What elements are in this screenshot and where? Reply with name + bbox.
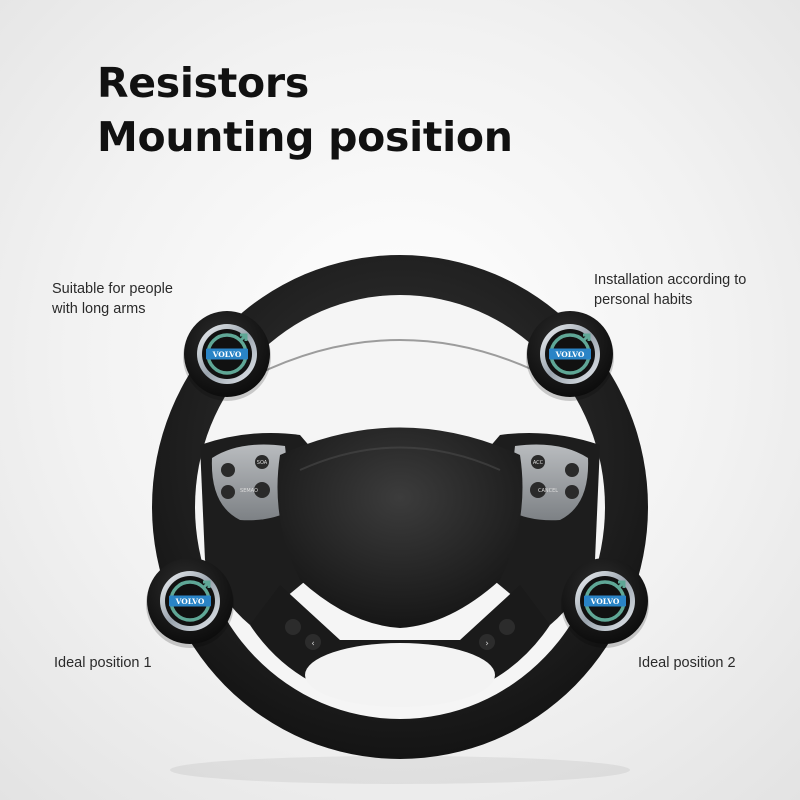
left-button-label-bottom: SEMAO xyxy=(240,488,258,494)
title-line-1: Resistors xyxy=(97,59,309,107)
caption-long-arms-line-2: with long arms xyxy=(52,301,146,317)
right-button-label-top: ACC xyxy=(533,460,544,466)
lower-controls: ‹ › xyxy=(285,619,515,650)
caption-personal-habits-line-2: personal habits xyxy=(594,292,693,308)
title-line-2: Mounting position xyxy=(97,113,513,161)
knob-top-right: VOLVO xyxy=(526,311,614,401)
caption-ideal-position-1: Ideal position 1 xyxy=(54,655,152,671)
wheel-shadow xyxy=(170,756,630,784)
left-button-label-top: SOA xyxy=(257,460,268,466)
volvo-logo-text: VOLVO xyxy=(555,350,585,359)
knob-bottom-right: VOLVO xyxy=(561,558,649,648)
knob-bottom-left: VOLVO xyxy=(146,558,234,648)
airbag-hub xyxy=(277,427,523,628)
volvo-logo-text: VOLVO xyxy=(212,350,242,359)
right-button-panel: ACC CANCEL xyxy=(508,444,589,521)
volvo-logo-icon: VOLVO xyxy=(206,333,248,375)
caption-long-arms-line-1: Suitable for people xyxy=(52,281,173,297)
caption-long-arms: Suitable for people with long arms xyxy=(52,279,173,319)
knob-top-left: VOLVO xyxy=(183,311,271,401)
right-button-label-bottom: CANCEL xyxy=(538,488,558,494)
caption-ideal-position-2: Ideal position 2 xyxy=(638,655,736,671)
volvo-logo-icon: VOLVO xyxy=(584,580,626,622)
volvo-logo-text: VOLVO xyxy=(590,597,620,606)
svg-text:›: › xyxy=(485,639,489,649)
page-title: Resistors Mounting position xyxy=(97,56,513,164)
left-button-panel: SOA SEMAO xyxy=(211,444,292,521)
volvo-logo-icon: VOLVO xyxy=(169,580,211,622)
volvo-logo-text: VOLVO xyxy=(175,597,205,606)
caption-personal-habits: Installation according to personal habit… xyxy=(594,270,746,310)
svg-text:‹: ‹ xyxy=(311,639,315,649)
volvo-logo-icon: VOLVO xyxy=(549,333,591,375)
caption-personal-habits-line-1: Installation according to xyxy=(594,272,747,288)
